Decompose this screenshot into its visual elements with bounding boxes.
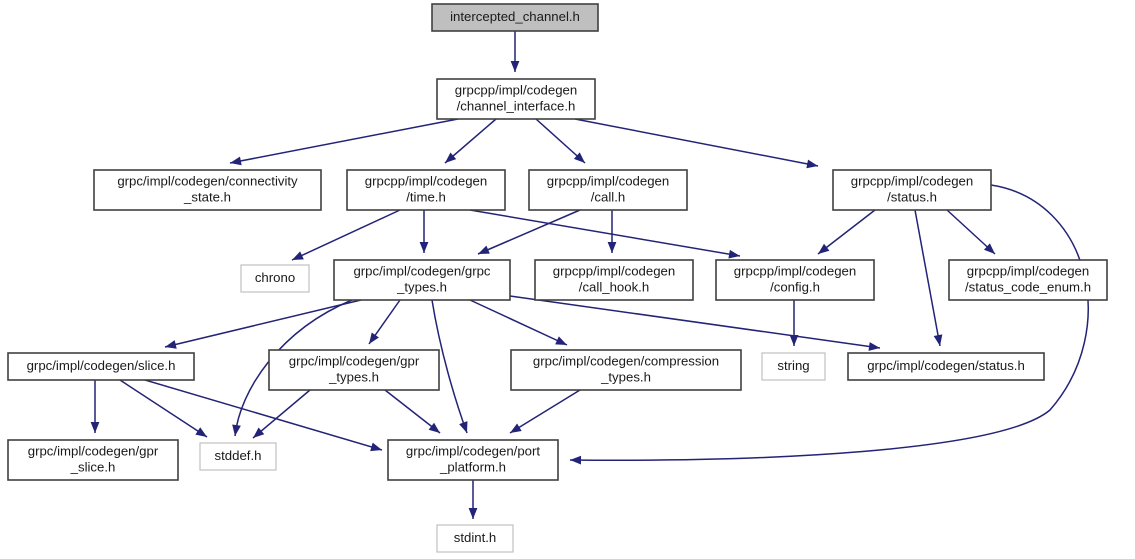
edge-grpc_types-to-port_platform [431,299,468,434]
arrowhead [933,334,943,346]
graph-node-call[interactable]: grpcpp/impl/codegen/call.h [528,169,688,211]
edge-slice-to-port_platform [144,379,383,452]
node-box[interactable] [268,349,440,391]
arrowhead [445,152,457,163]
arrowhead [570,455,582,465]
edge-channel_interface-to-connectivity_state [229,118,459,166]
edge-gpr_types-to-stddef [252,389,311,439]
edge-compression_types-to-port_platform [509,389,581,434]
arrowhead [165,340,177,349]
graph-node-chrono[interactable]: chrono [240,264,310,293]
edge-channel_interface-to-call [535,118,586,164]
edge-cpp_status-to-port_platform [569,184,1089,465]
graph-node-stdint[interactable]: stdint.h [436,524,514,553]
graph-node-slice[interactable]: grpc/impl/codegen/slice.h [7,352,195,381]
node-box[interactable] [93,169,322,211]
node-box[interactable] [510,349,742,391]
edge-config-to-string [789,300,799,346]
graph-node-string[interactable]: string [761,352,826,381]
arrowhead [607,242,617,253]
node-box[interactable] [7,439,179,481]
graph-node-connectivity_state[interactable]: grpc/impl/codegen/connectivity_state.h [93,169,322,211]
edge-grpc_types-to-c_status [509,295,881,351]
edge-time-to-chrono [291,209,401,261]
node-box[interactable] [333,259,511,301]
edge-cpp_status-to-status_code_enum [946,209,996,255]
graph-node-cpp_status[interactable]: grpcpp/impl/codegen/status.h [832,169,992,211]
graph-node-config[interactable]: grpcpp/impl/codegen/config.h [715,259,875,301]
arrowhead [806,159,818,169]
graph-node-compression_types[interactable]: grpc/impl/codegen/compression_types.h [510,349,742,391]
arrowhead [292,251,304,260]
graph-node-gpr_slice[interactable]: grpc/impl/codegen/gpr_slice.h [7,439,179,481]
arrowhead [90,422,100,433]
nodes-layer: intercepted_channel.h grpcpp/impl/codegen… [7,3,1108,553]
graph-node-gpr_types[interactable]: grpc/impl/codegen/gpr_types.h [268,349,440,391]
edge-port_platform-to-stdint [468,480,478,519]
node-box[interactable] [832,169,992,211]
node-box[interactable] [240,264,310,293]
edges-layer [90,31,1089,519]
arrowhead [459,421,468,433]
node-box[interactable] [528,169,688,211]
node-box[interactable] [948,259,1108,301]
arrowhead [510,423,522,433]
arrowhead [868,342,880,351]
arrowhead [253,427,265,438]
edge-call-to-call_hook [607,210,617,253]
graph-node-time[interactable]: grpcpp/impl/codegen/time.h [346,169,506,211]
arrowhead [983,243,995,254]
arrowhead [232,424,241,436]
edge-channel_interface-to-cpp_status [574,118,819,169]
edge-grpc_types-to-gpr_types [368,299,401,345]
arrowhead [728,249,740,259]
arrowhead [428,422,440,433]
edge-cpp_status-to-c_status [914,209,943,347]
graph-node-stddef[interactable]: stddef.h [199,442,277,471]
edge-call-to-grpc_types [477,209,581,255]
edge-slice-to-gpr_slice [90,380,100,433]
node-box[interactable] [436,78,596,120]
arrowhead [370,442,382,452]
graph-node-port_platform[interactable]: grpc/impl/codegen/port_platform.h [387,439,559,481]
arrowhead [419,242,429,253]
arrowhead [230,156,242,166]
graph-node-grpc_types[interactable]: grpc/impl/codegen/grpc_types.h [333,259,511,301]
node-box[interactable] [431,3,599,32]
node-box[interactable] [199,442,277,471]
arrowhead [369,332,379,344]
node-box[interactable] [346,169,506,211]
graph-node-status_code_enum[interactable]: grpcpp/impl/codegen/status_code_enum.h [948,259,1108,301]
edge-cpp_status-to-config [817,209,876,255]
node-box[interactable] [7,352,195,381]
node-box[interactable] [387,439,559,481]
edge-grpc_types-to-compression_types [469,299,568,346]
edge-time-to-config [469,209,741,259]
node-box[interactable] [534,259,694,301]
node-box[interactable] [436,524,514,553]
arrowhead [789,335,799,346]
edge-channel_interface-to-time [444,118,497,164]
edge-grpc_types-to-slice [164,299,362,349]
arrowhead [818,243,830,254]
arrowhead [195,427,207,437]
graph-node-c_status[interactable]: grpc/impl/codegen/status.h [847,352,1045,381]
arrowhead [510,61,520,72]
graph-node-intercepted_channel[interactable]: intercepted_channel.h [431,3,599,32]
arrowhead [573,152,585,163]
edge-slice-to-stddef [119,379,208,438]
arrowhead [478,245,490,254]
edge-intercepted_channel-to-channel_interface [510,31,520,72]
node-box[interactable] [847,352,1045,381]
arrowhead [468,508,478,519]
arrowhead [555,336,567,345]
graph-node-call_hook[interactable]: grpcpp/impl/codegen/call_hook.h [534,259,694,301]
edge-time-to-grpc_types [419,210,429,253]
graph-node-channel_interface[interactable]: grpcpp/impl/codegen/channel_interface.h [436,78,596,120]
node-box[interactable] [761,352,826,381]
node-box[interactable] [715,259,875,301]
edge-gpr_types-to-port_platform [384,389,441,434]
